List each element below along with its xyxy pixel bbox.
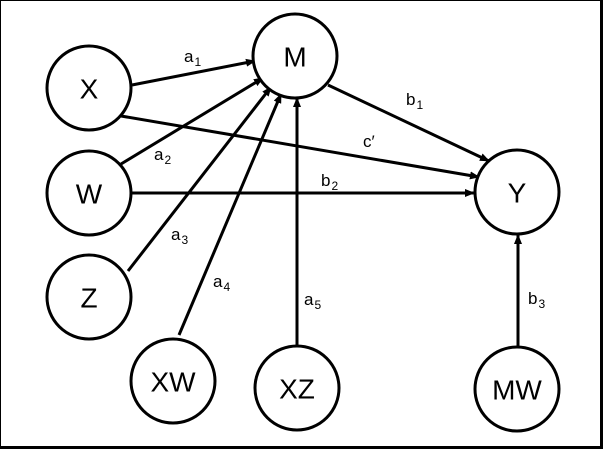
edge-x-to-m (131, 58, 256, 87)
edge-label-z-to-m: a3 (171, 225, 188, 247)
edge-label-subscript: 1 (416, 98, 423, 112)
edge-xw-to-m (177, 93, 283, 336)
edge-z-to-m (126, 86, 273, 272)
node-label: Z (80, 283, 97, 314)
edge-label-subscript: 5 (314, 298, 321, 312)
edge-label-symbol: a (213, 272, 223, 291)
node-circle (251, 12, 339, 100)
node-circle (45, 253, 133, 341)
edge-label-w-to-y: b2 (321, 171, 338, 193)
node-label: M (283, 42, 306, 73)
edge-label-subscript: 2 (164, 153, 171, 167)
node-circle (253, 344, 341, 432)
node-label: W (76, 179, 103, 210)
node-label: XW (150, 367, 196, 398)
node-circle (45, 149, 133, 237)
edge-label-symbol: a (184, 47, 194, 66)
node-z: Z (45, 253, 133, 341)
edge-x-to-y (120, 114, 480, 180)
edge-label-symbol: a (171, 225, 181, 244)
edge-label-subscript: 4 (223, 280, 230, 294)
node-label: XZ (279, 374, 315, 405)
edge-label-x-to-y: c′ (363, 132, 375, 151)
edge-m-to-y (327, 83, 490, 163)
node-label: X (80, 74, 99, 105)
node-circle (45, 44, 133, 132)
edge-label-x-to-m: a1 (184, 47, 201, 69)
node-w: W (45, 149, 133, 237)
node-xz: XZ (253, 344, 341, 432)
edge-label-xw-to-m: a4 (213, 272, 230, 294)
edge-label-m-to-y: b1 (406, 90, 423, 112)
edge-w-to-m (120, 76, 264, 166)
edge-label-xz-to-m: a5 (304, 290, 321, 312)
node-xw: XW (129, 337, 217, 425)
edge-label-mw-to-y: b3 (528, 289, 545, 311)
node-y: Y (473, 148, 561, 236)
node-circle (473, 345, 561, 433)
edge-label-symbol: c′ (363, 132, 375, 151)
edge-label-symbol: a (154, 145, 164, 164)
node-circle (129, 337, 217, 425)
edge-label-symbol: b (321, 171, 330, 190)
edge-label-subscript: 3 (181, 233, 188, 247)
edges (120, 58, 522, 347)
node-label: Y (508, 178, 527, 209)
edge-label-w-to-m: a2 (154, 145, 171, 167)
node-x: X (45, 44, 133, 132)
node-mw: MW (473, 345, 561, 433)
node-circle (473, 148, 561, 236)
edge-label-subscript: 1 (194, 55, 201, 69)
edge-label-symbol: a (304, 290, 314, 309)
edge-label-subscript: 2 (331, 179, 338, 193)
node-m: M (251, 12, 339, 100)
edge-label-symbol: b (528, 289, 537, 308)
node-label: MW (492, 375, 542, 406)
edge-label-subscript: 3 (538, 297, 545, 311)
edge-label-symbol: b (406, 90, 415, 109)
